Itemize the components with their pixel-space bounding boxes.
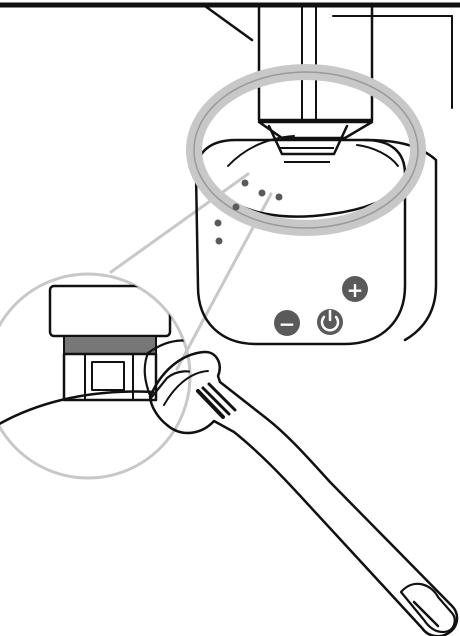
diagonal-frame-line xyxy=(203,4,254,42)
vent-dot-2 xyxy=(258,189,266,197)
vent-dot-6 xyxy=(215,237,223,245)
detail-wrench-jaw xyxy=(143,339,190,400)
heater-side-plate xyxy=(363,138,438,342)
heater-top-left-detail xyxy=(227,135,295,167)
power-icon-ring xyxy=(320,315,340,332)
wrench-handle-hole xyxy=(399,582,456,634)
wrench-handle-hole-edge xyxy=(412,600,440,628)
power-button[interactable] xyxy=(317,309,343,335)
heater-element xyxy=(186,64,438,346)
plus-button-shape xyxy=(342,276,368,302)
detail-gasket-band xyxy=(64,336,156,354)
detail-pipe-end xyxy=(48,284,172,338)
minus-button[interactable]: − xyxy=(274,310,300,336)
detail-nut xyxy=(62,352,158,402)
vent-dot-1 xyxy=(241,179,249,187)
heater-top-right-detail xyxy=(356,144,399,167)
vent-dot-5 xyxy=(214,219,222,227)
minus-button-shape xyxy=(274,310,300,336)
top-frame-lines xyxy=(0,2,460,109)
wrench-outline xyxy=(148,350,459,636)
callout-line-upper xyxy=(109,172,250,274)
vent-dot-4 xyxy=(232,203,240,211)
highlight-ring xyxy=(186,64,426,236)
wrench-inner-jaw xyxy=(163,370,209,406)
plus-button[interactable]: + xyxy=(342,276,368,302)
pipe-assembly xyxy=(257,4,374,140)
adjustable-wrench xyxy=(148,350,459,636)
highlight-ring-outline xyxy=(193,71,419,229)
vent-dot-3 xyxy=(275,193,283,201)
detail-heater-edge xyxy=(0,390,155,438)
heater-top-connector xyxy=(267,124,349,156)
detail-circle-content xyxy=(0,284,190,438)
zoom-callout xyxy=(0,172,273,480)
heater-body xyxy=(194,138,407,346)
vent-dots xyxy=(214,179,283,245)
wrench-worm-gear-1 xyxy=(196,389,225,419)
minus-button-label: − xyxy=(279,312,296,336)
power-icon xyxy=(320,309,340,332)
control-buttons: + − xyxy=(274,276,368,336)
wrench-worm-gear-2 xyxy=(201,386,231,416)
detail-nut-window xyxy=(91,361,125,391)
pipe-collar xyxy=(257,120,374,140)
plus-button-label: + xyxy=(347,278,364,302)
wrench-worm-gear-3 xyxy=(207,382,237,412)
